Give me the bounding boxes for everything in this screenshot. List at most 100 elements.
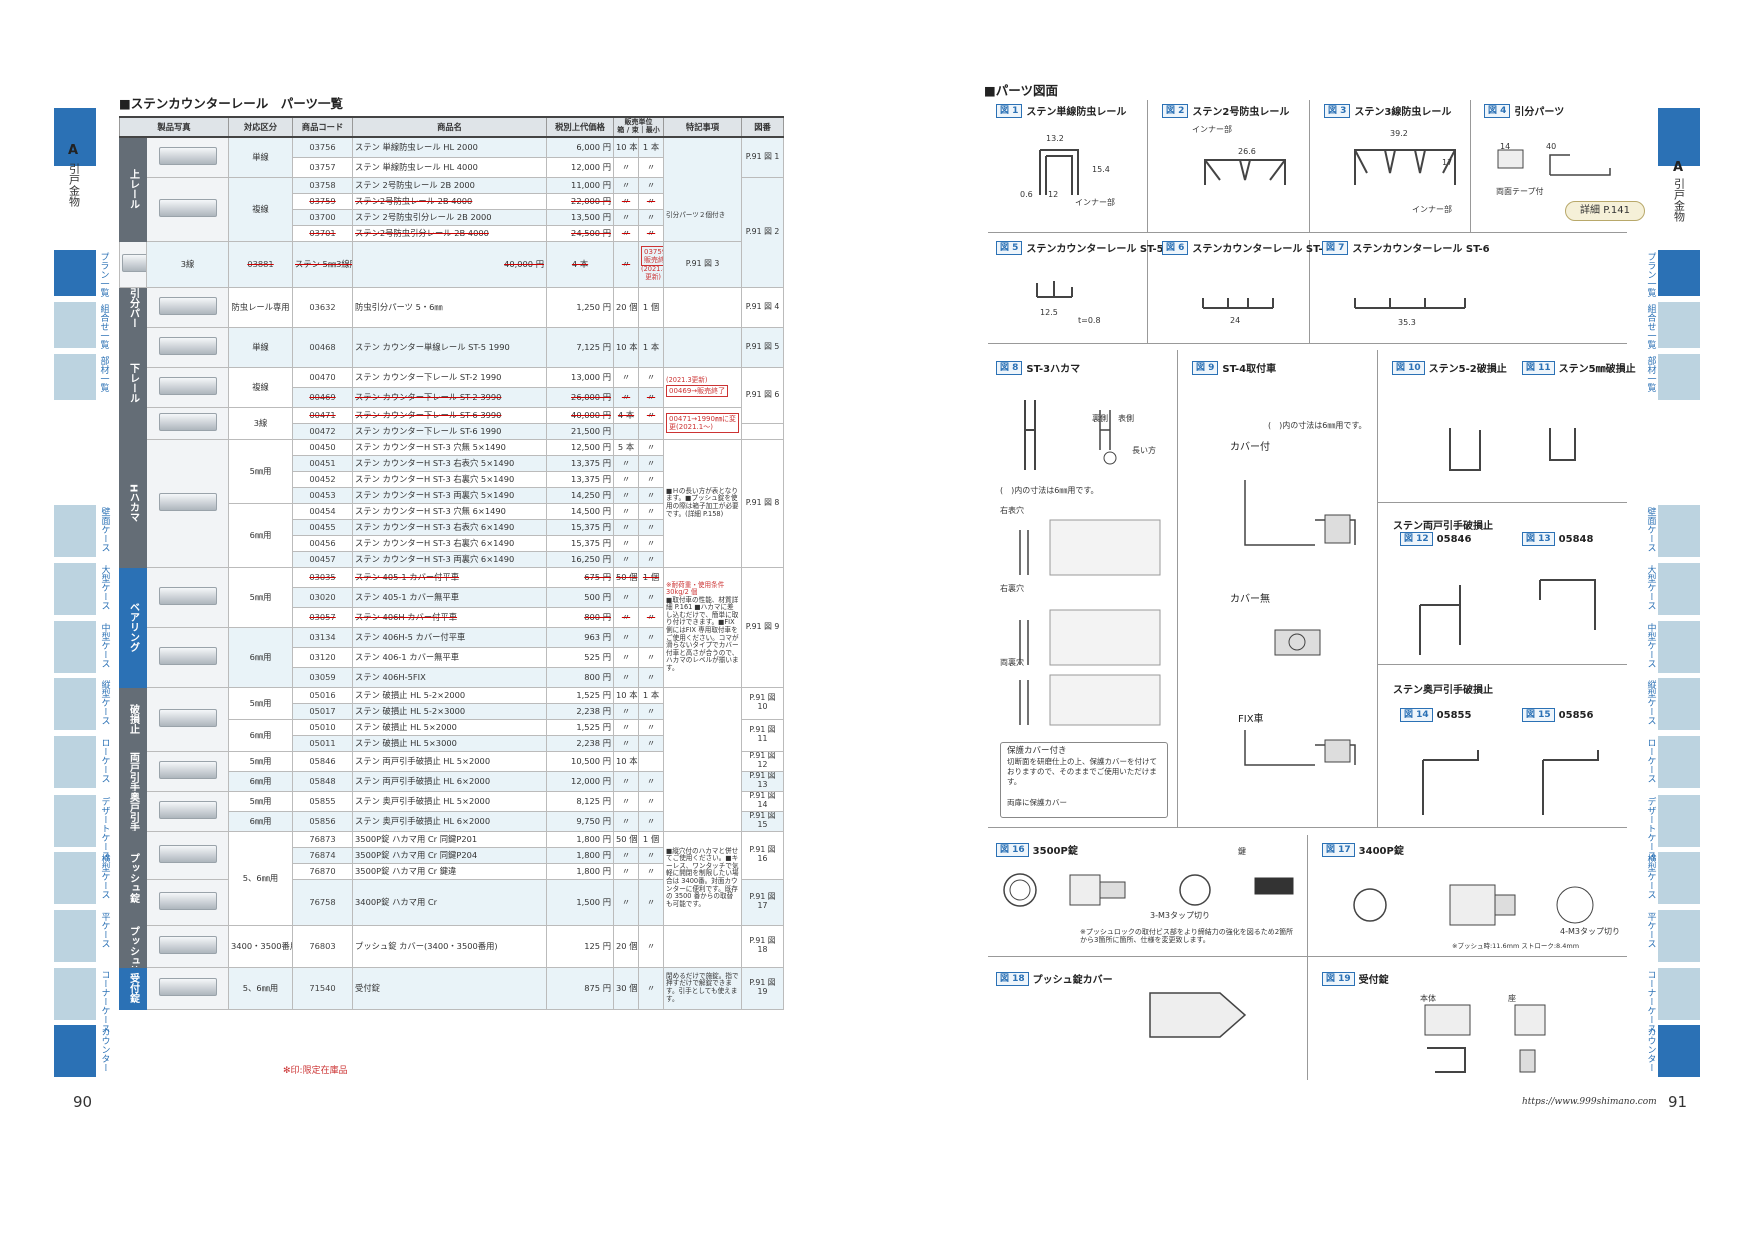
- fig-ref[interactable]: P.91 図 19: [741, 966, 785, 1010]
- side-tab-low-right[interactable]: [1658, 736, 1700, 788]
- product-code[interactable]: 03757: [292, 156, 354, 178]
- product-code[interactable]: 05848: [292, 770, 354, 792]
- notes-cell: ■Ｈの長い方が表となります。■プッシュ錠を使用の際は箱子加工が必要です。(詳細 …: [663, 438, 743, 568]
- product-code[interactable]: 03632: [292, 286, 354, 328]
- side-tab-wall[interactable]: [54, 505, 96, 557]
- fig-ref[interactable]: P.91 図 9: [741, 566, 785, 688]
- product-code[interactable]: 05855: [292, 790, 354, 812]
- product-code[interactable]: 76758: [292, 878, 354, 926]
- fig-ref[interactable]: P.91 図 18: [741, 924, 785, 968]
- product-code[interactable]: 76803: [292, 924, 354, 968]
- fig-ref[interactable]: P.91 図 6: [741, 366, 785, 424]
- product-code[interactable]: 03881: [228, 240, 294, 288]
- side-tab-a-left[interactable]: [54, 108, 96, 166]
- product-code[interactable]: 03758: [292, 176, 354, 194]
- notes-cell: [663, 286, 743, 328]
- product-code[interactable]: 00455: [292, 518, 354, 536]
- fig-number-badge: 図 17: [1322, 842, 1355, 857]
- fig-title: 05846: [1436, 533, 1472, 545]
- product-code[interactable]: 03035: [292, 566, 354, 588]
- product-code[interactable]: 03120: [292, 646, 354, 668]
- product-name: ステン 単線防虫レール HL 2000: [352, 136, 548, 158]
- side-tab-plan-right[interactable]: [1658, 250, 1700, 296]
- product-code[interactable]: 00450: [292, 438, 354, 456]
- fig-ref[interactable]: P.91 図 17: [741, 878, 785, 926]
- fig-ref[interactable]: P.91 図 3: [663, 240, 743, 288]
- side-tab-horizontal[interactable]: [54, 852, 96, 904]
- side-tab-medium[interactable]: [54, 621, 96, 673]
- product-code[interactable]: 00454: [292, 502, 354, 520]
- product-code[interactable]: 03057: [292, 606, 354, 628]
- site-url[interactable]: https://www.999shimano.com: [1522, 1097, 1657, 1107]
- fig-ref[interactable]: P.91 図 14: [741, 790, 785, 812]
- fig-ref[interactable]: P.91 図 16: [741, 830, 785, 880]
- product-code[interactable]: 03020: [292, 586, 354, 608]
- fig-ref[interactable]: P.91 図 12: [741, 750, 785, 772]
- side-tab-dessert-right[interactable]: [1658, 795, 1700, 847]
- product-code[interactable]: 00452: [292, 470, 354, 488]
- product-code[interactable]: 76873: [292, 830, 354, 848]
- side-tab-dessert[interactable]: [54, 795, 96, 847]
- price-cell: 1,525 円: [546, 718, 615, 736]
- side-tab-a-right[interactable]: [1658, 108, 1700, 166]
- notes-cell: [663, 924, 743, 968]
- side-tab-medium-right[interactable]: [1658, 621, 1700, 673]
- product-name: ステン2号防虫レール 2B 4000: [352, 192, 548, 210]
- side-tab-large-right[interactable]: [1658, 563, 1700, 615]
- product-code[interactable]: 05846: [292, 750, 354, 772]
- product-code[interactable]: 00456: [292, 534, 354, 552]
- side-tab-corner[interactable]: [54, 968, 96, 1020]
- side-tab-vertical-right[interactable]: [1658, 678, 1700, 730]
- side-tab-flat-right[interactable]: [1658, 910, 1700, 962]
- product-code[interactable]: 00470: [292, 366, 354, 388]
- product-code[interactable]: 05856: [292, 810, 354, 832]
- product-name: ステン カウンターH ST-3 右表穴 5×1490: [352, 454, 548, 472]
- side-tab-flat[interactable]: [54, 910, 96, 962]
- fig-ref[interactable]: P.91 図 8: [741, 438, 785, 568]
- product-code[interactable]: 05011: [292, 734, 354, 752]
- side-tab-corner-right[interactable]: [1658, 968, 1700, 1020]
- side-tab-combo[interactable]: [54, 302, 96, 348]
- side-tab-counter[interactable]: [54, 1025, 96, 1077]
- product-code[interactable]: 03700: [292, 208, 354, 226]
- detail-button[interactable]: 詳細 P.141: [1565, 201, 1645, 221]
- side-tab-plan[interactable]: [54, 250, 96, 296]
- price-cell: 12,500 円: [546, 438, 615, 456]
- product-code[interactable]: 05016: [292, 686, 354, 704]
- product-code[interactable]: 03759: [292, 192, 354, 210]
- product-code[interactable]: 03059: [292, 666, 354, 688]
- product-code[interactable]: 05010: [292, 718, 354, 736]
- product-code[interactable]: 00453: [292, 486, 354, 504]
- product-code[interactable]: 05017: [292, 702, 354, 720]
- product-code[interactable]: 03134: [292, 626, 354, 648]
- side-tab-combo-right[interactable]: [1658, 302, 1700, 348]
- side-tab-vertical[interactable]: [54, 678, 96, 730]
- product-code[interactable]: 71540: [292, 966, 354, 1010]
- side-tab-low[interactable]: [54, 736, 96, 788]
- product-code[interactable]: 00451: [292, 454, 354, 472]
- product-code[interactable]: 00471: [292, 406, 354, 424]
- fig-ref[interactable]: P.91 図 4: [741, 286, 785, 328]
- side-tab-material[interactable]: [54, 354, 96, 400]
- product-code[interactable]: 03701: [292, 224, 354, 242]
- fig-ref[interactable]: P.91 図 2: [741, 176, 785, 288]
- fig-ref[interactable]: P.91 図 13: [741, 770, 785, 792]
- product-code[interactable]: 03756: [292, 136, 354, 158]
- side-tab-horizontal-right[interactable]: [1658, 852, 1700, 904]
- side-tab-material-right[interactable]: [1658, 354, 1700, 400]
- fig-ref[interactable]: P.91 図 10: [741, 686, 785, 720]
- side-tab-counter-right[interactable]: [1658, 1025, 1700, 1077]
- fig-ref[interactable]: P.91 図 1: [741, 136, 785, 178]
- fig-ref[interactable]: P.91 図 11: [741, 718, 785, 752]
- product-code[interactable]: 00472: [292, 422, 354, 440]
- side-tab-wall-right[interactable]: [1658, 505, 1700, 557]
- product-code[interactable]: 76874: [292, 846, 354, 864]
- product-code[interactable]: 76870: [292, 862, 354, 880]
- fig-ref[interactable]: P.91 図 15: [741, 810, 785, 832]
- product-code[interactable]: 00457: [292, 550, 354, 568]
- product-code[interactable]: 00469: [292, 386, 354, 408]
- side-tab-large[interactable]: [54, 563, 96, 615]
- fig-ref[interactable]: P.91 図 5: [741, 326, 785, 368]
- product-code[interactable]: 00468: [292, 326, 354, 368]
